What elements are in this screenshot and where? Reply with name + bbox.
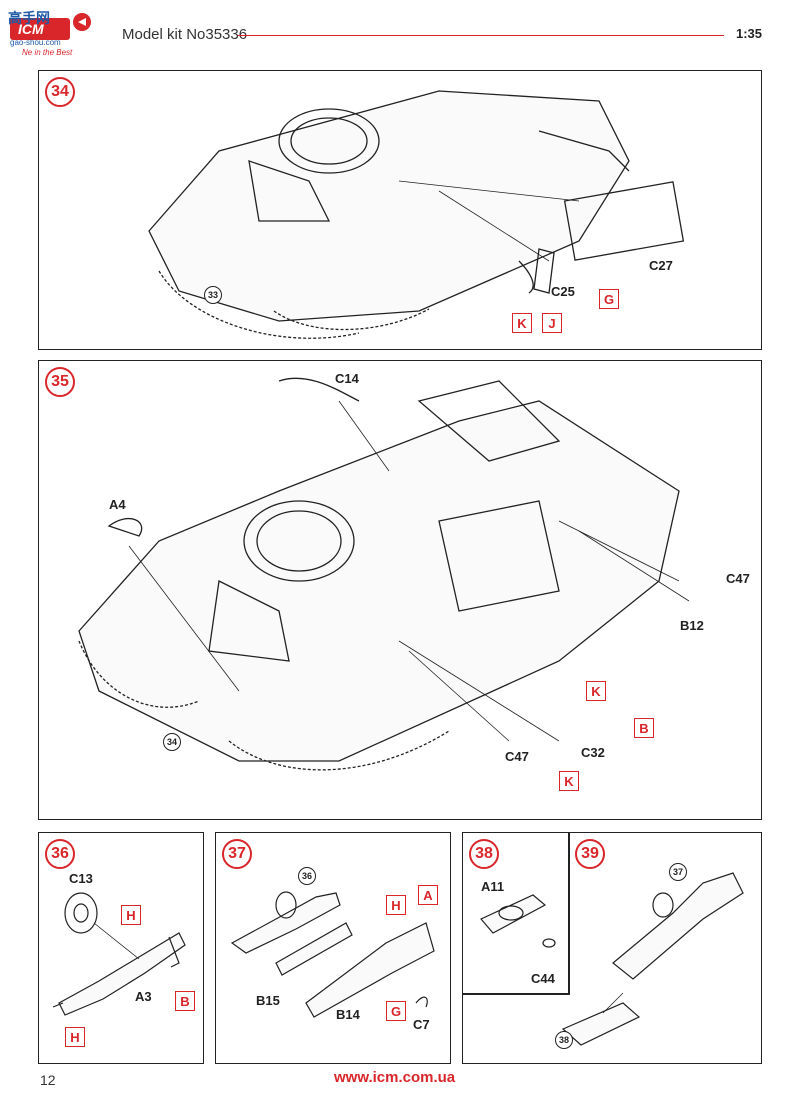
tank-drawing-34	[148, 90, 685, 339]
decal-tag-a: A	[418, 885, 438, 905]
part-c44: C44	[531, 971, 555, 986]
part-a3: A3	[135, 989, 152, 1004]
watermark-domain: gao-shou.com	[10, 38, 61, 47]
part-a11: A11	[481, 879, 505, 894]
page-number: 12	[40, 1072, 56, 1088]
ref-step-33: 33	[204, 286, 222, 304]
step-number-34: 34	[45, 77, 75, 107]
step-number-38: 38	[469, 839, 499, 869]
part-a4: A4	[109, 497, 126, 512]
decal-tag-g: G	[386, 1001, 406, 1021]
header-divider	[238, 35, 724, 36]
step-38-39-panel: 38 A11 C44 39 37 38	[462, 832, 762, 1064]
decal-tag-k: K	[512, 313, 532, 333]
ref-step-38: 38	[555, 1031, 573, 1049]
page-title: Model kit No35336	[122, 26, 248, 43]
ref-step-34: 34	[163, 733, 181, 751]
icm-logo: 高手网 ICM gao-shou.com Ne in the Best	[8, 8, 118, 60]
tank-drawing-35	[78, 377, 690, 771]
gun-drawing-37	[230, 891, 435, 1018]
part-c13: C13	[69, 871, 93, 886]
inner-divider-vertical	[568, 833, 570, 995]
logo-graphic	[10, 13, 91, 40]
gun-drawing-36	[52, 892, 186, 1016]
gun-drawing-38-39	[480, 872, 744, 1046]
step-number-35: 35	[45, 367, 75, 397]
part-c27: C27	[649, 258, 673, 273]
step-34-panel: 34 33 C27 C25 K J G	[38, 70, 762, 350]
step-number-37: 37	[222, 839, 252, 869]
part-c47-lower: C47	[505, 749, 529, 764]
scale-label: 1:35	[736, 26, 763, 41]
part-c14: C14	[335, 371, 359, 386]
part-b12: B12	[680, 618, 704, 633]
decal-tag-j: J	[542, 313, 562, 333]
step-35-panel: 35 C14 A4 C47 B12 C47 C32 34 K B K	[38, 360, 762, 820]
logo-text: ICM	[18, 21, 44, 37]
decal-tag-b: B	[634, 718, 654, 738]
part-c7: C7	[413, 1017, 430, 1032]
part-b14: B14	[336, 1007, 360, 1022]
inner-divider-horizontal	[463, 993, 569, 995]
decal-tag-k-lower: K	[559, 771, 579, 791]
decal-tag-h-lower: H	[65, 1027, 85, 1047]
step-37-panel: 37 36 H A G B15 B14 C7	[215, 832, 451, 1064]
decal-tag-h: H	[386, 895, 406, 915]
step-number-36: 36	[45, 839, 75, 869]
part-b15: B15	[256, 993, 280, 1008]
step-36-panel: 36 C13 A3 H B H	[38, 832, 204, 1064]
part-c47-upper: C47	[726, 571, 750, 586]
decal-tag-k-upper: K	[586, 681, 606, 701]
step-number-39: 39	[575, 839, 605, 869]
watermark-chinese: 高手网	[8, 10, 50, 26]
ref-step-37: 37	[669, 863, 687, 881]
logo-tagline: Ne in the Best	[22, 48, 73, 57]
decal-tag-g: G	[599, 289, 619, 309]
part-c32: C32	[581, 745, 605, 760]
part-c25: C25	[551, 284, 575, 299]
ref-step-36: 36	[298, 867, 316, 885]
decal-tag-h-upper: H	[121, 905, 141, 925]
website-link[interactable]: www.icm.com.ua	[334, 1069, 456, 1086]
decal-tag-b: B	[175, 991, 195, 1011]
